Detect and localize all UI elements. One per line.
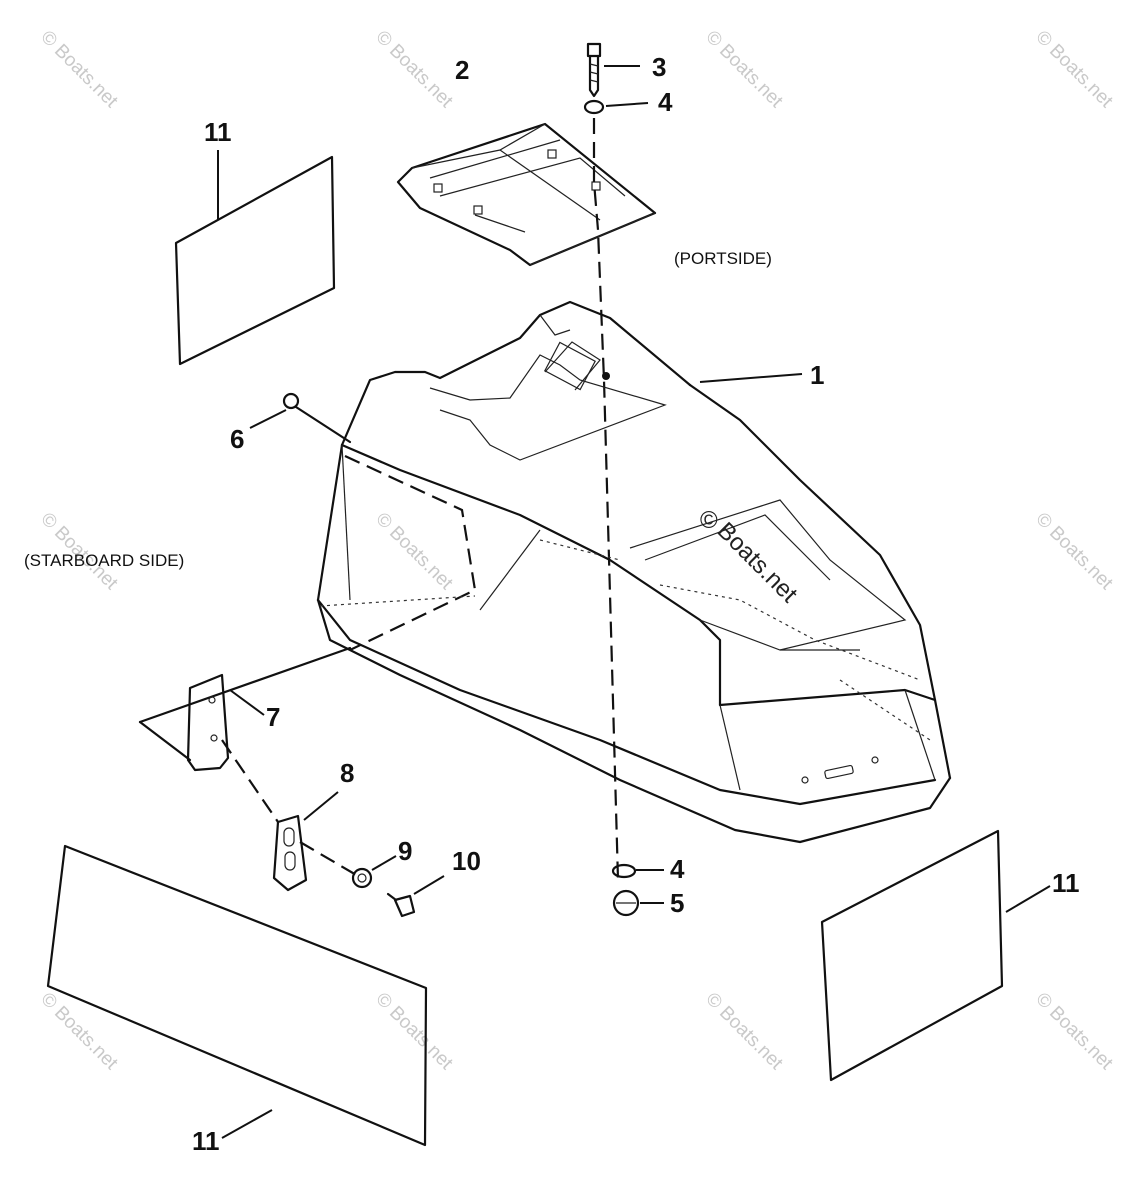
callout-7: 7 [266,702,280,732]
nut-part [612,889,640,917]
leader-line [605,102,649,107]
leader-line [221,1109,273,1139]
watermark: © Boats.net [371,509,457,595]
watermark: © Boats.net [1031,509,1117,595]
watermark-symbol: © [700,507,718,534]
leader-line [303,791,339,821]
callout-5: 5 [670,888,684,918]
callout-1: 1 [810,360,824,390]
watermark-center: Boats.net [712,517,803,608]
plate-part [221,739,308,892]
assembly-dashed-line [299,841,359,877]
watermark: © Boats.net [36,27,122,113]
callout-9: 9 [398,836,412,866]
watermark: © Boats.net [371,27,457,113]
portside-label: (PORTSIDE) [674,249,772,268]
starboard-label: (STARBOARD SIDE) [24,551,184,570]
bolt-part [282,392,352,444]
callout-3: 3 [652,52,666,82]
callout-11: 11 [204,117,232,147]
watermark: © Boats.net [36,989,122,1075]
nut-part [351,867,373,889]
leader-line [699,373,803,383]
watermark: © Boats.net [1031,989,1117,1075]
bracket-part [138,646,352,772]
hole-marker [602,372,610,380]
engine-cowl-part [316,300,952,844]
callout-10: 10 [452,846,481,876]
top-cover-part [396,122,657,267]
leader-line [249,409,287,429]
leader-line [1005,885,1051,913]
watermark: © Boats.net [1031,27,1117,113]
decal-panel-top-left [174,155,336,366]
callout-4: 4 [670,854,685,884]
washer-part [611,863,637,879]
washer-part [583,99,605,115]
leader-line [413,875,445,895]
callout-2: 2 [455,55,469,85]
screw-part [586,42,602,98]
leader-line [229,689,265,716]
callout-8: 8 [340,758,354,788]
decal-panel-right [820,829,1004,1082]
bolt-part [386,892,416,918]
callout-4: 4 [658,87,673,117]
watermark: © Boats.net [701,27,787,113]
callout-11: 11 [192,1126,220,1156]
leader-line [371,855,397,871]
callout-11: 11 [1052,868,1080,898]
decal-panel-bottom-left [46,844,428,1147]
watermark: © Boats.net [701,989,787,1075]
callout-6: 6 [230,424,244,454]
watermark: © Boats.net [371,989,457,1075]
watermarks: © Boats.net © Boats.net © Boats.net © Bo… [36,27,1117,1075]
